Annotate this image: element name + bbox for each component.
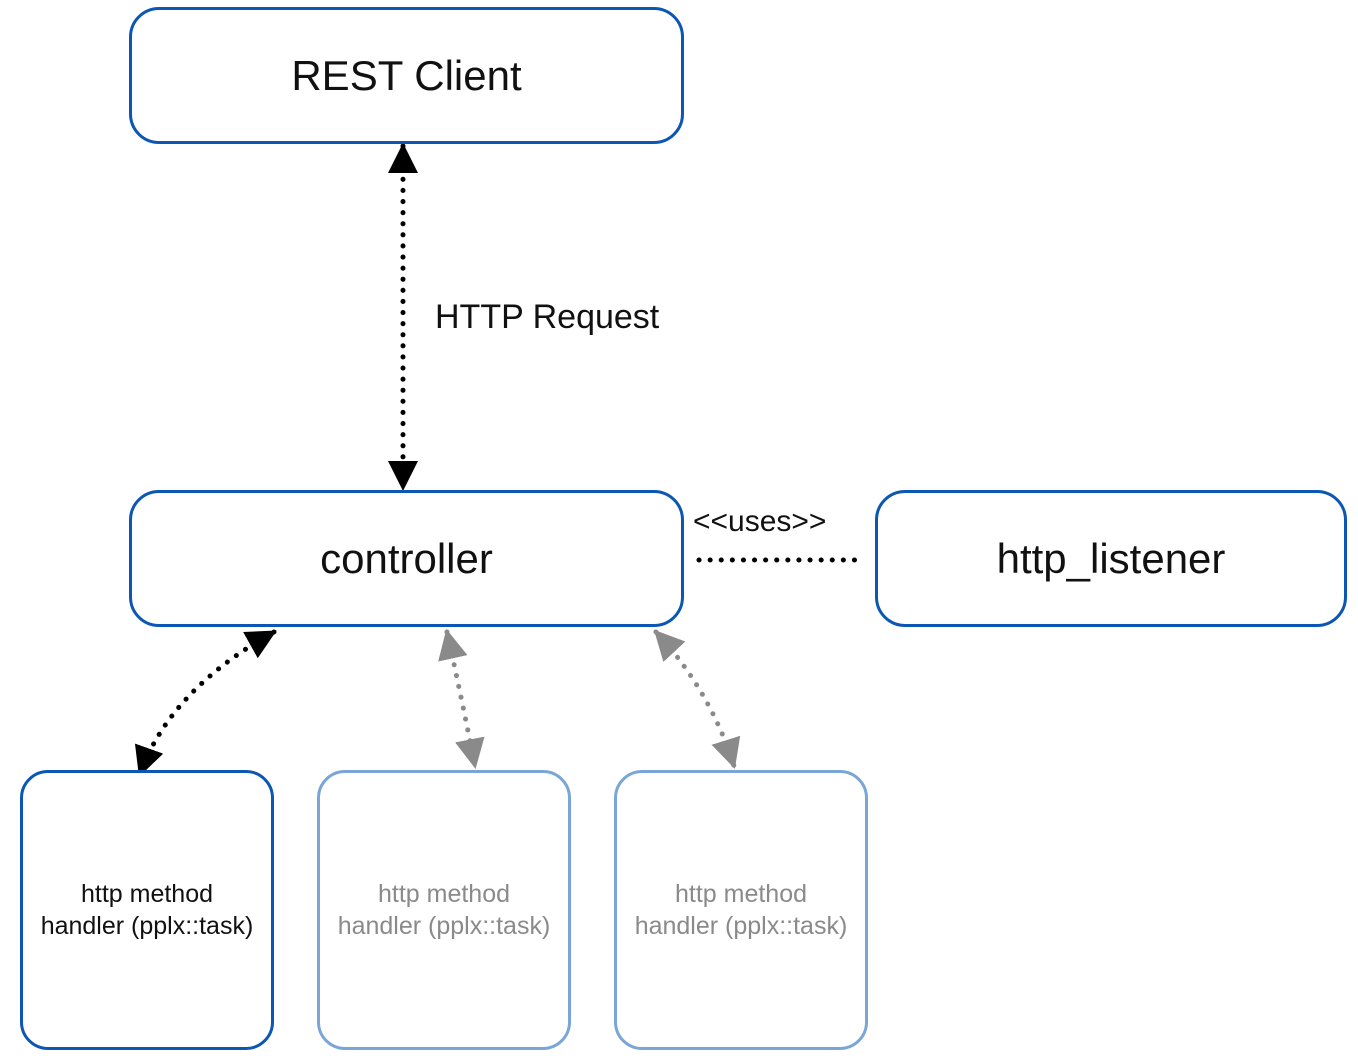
http-request-label: HTTP Request bbox=[435, 298, 660, 336]
rest-client-node: REST Client bbox=[129, 7, 684, 144]
controller-label: controller bbox=[320, 534, 493, 582]
http-listener-label: http_listener bbox=[996, 534, 1226, 582]
handler-node-2: http method handler (pplx::task) bbox=[317, 770, 571, 1050]
handler-1-line1: http method bbox=[80, 880, 213, 908]
handler-node-3: http method handler (pplx::task) bbox=[614, 770, 868, 1050]
handler-node-1: http method handler (pplx::task) bbox=[20, 770, 274, 1050]
handler-connector-2 bbox=[438, 629, 485, 769]
handler-connector-3 bbox=[653, 629, 741, 769]
uses-label: <<uses>> bbox=[693, 505, 827, 538]
handler-2-line2: handler (pplx::task) bbox=[337, 912, 551, 940]
rest-client-label: REST Client bbox=[291, 51, 522, 99]
handler-1-line2: handler (pplx::task) bbox=[40, 912, 254, 940]
controller-node: controller bbox=[129, 490, 684, 627]
handler-connector-1 bbox=[134, 629, 277, 777]
handler-2-line1: http method bbox=[377, 880, 510, 908]
handler-3-line1: http method bbox=[674, 880, 807, 908]
http-listener-node: http_listener bbox=[875, 490, 1347, 627]
handler-3-line2: handler (pplx::task) bbox=[634, 912, 848, 940]
